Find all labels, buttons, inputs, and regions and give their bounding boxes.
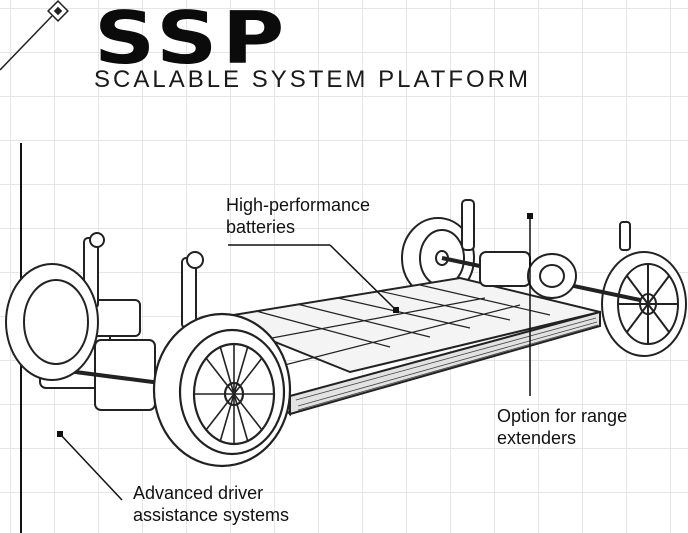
- rear-drive-unit: [441, 199, 641, 302]
- corner-marker: [0, 0, 69, 71]
- callout-line-adas: [57, 431, 123, 501]
- callout-batteries-line1: High-performance: [226, 195, 371, 215]
- page-title: SSP: [94, 0, 289, 80]
- callout-batteries: High-performance batteries: [226, 194, 370, 238]
- callout-line-batteries: [228, 244, 399, 313]
- callout-adas-line1: Advanced driver: [133, 483, 264, 503]
- callout-line-range: [527, 213, 533, 396]
- callout-range-extenders: Option for range extenders: [497, 405, 627, 449]
- callout-adas-line2: assistance systems: [133, 505, 290, 525]
- callout-batteries-line2: batteries: [226, 217, 296, 237]
- far-right-wheel: [601, 251, 687, 357]
- callout-adas: Advanced driver assistance systems: [133, 482, 289, 526]
- callout-range-line1: Option for range: [497, 406, 628, 426]
- page-subtitle: SCALABLE SYSTEM PLATFORM: [94, 66, 531, 93]
- front-right-wheel: [152, 312, 292, 468]
- front-left-wheel: [5, 263, 99, 381]
- callout-range-line2: extenders: [497, 428, 577, 448]
